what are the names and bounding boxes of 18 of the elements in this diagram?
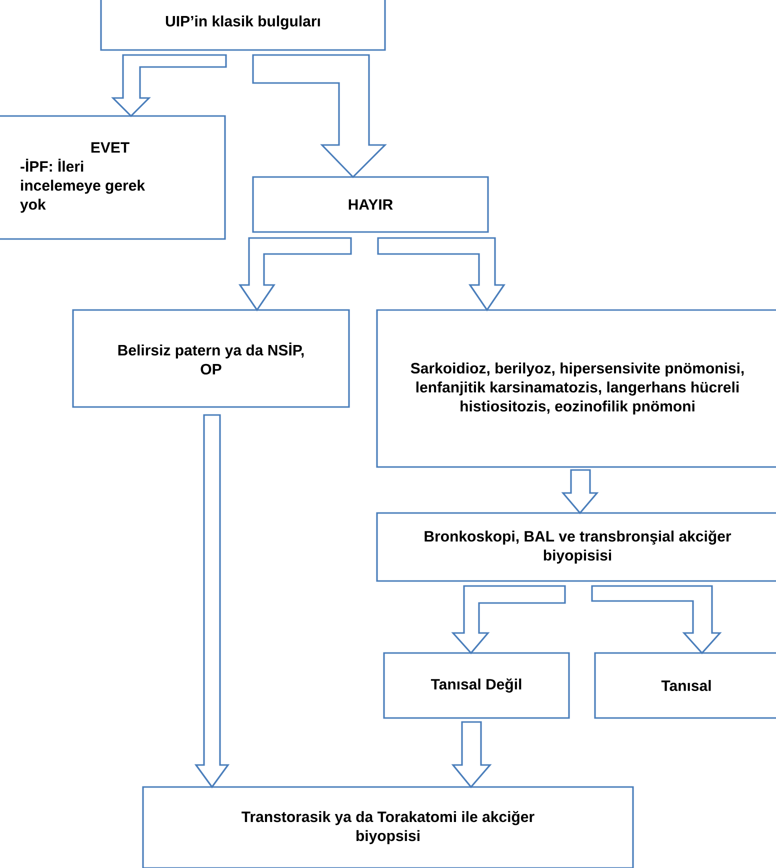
block-arrow — [194, 414, 230, 788]
block-arrow — [451, 585, 566, 654]
process-box: Belirsiz patern ya da NSİP, OP — [72, 309, 350, 408]
block-arrow — [591, 585, 722, 654]
process-box: Tanısal Değil — [383, 652, 570, 719]
process-box: Tanısal — [594, 652, 776, 719]
process-box: Transtorasik ya da Torakatomi ile akciğer biyopsisi — [142, 786, 634, 868]
process-box: HAYIR — [252, 176, 489, 233]
process-box: Bronkoskopi, BAL ve transbronşial akciğer biyopisisi — [376, 512, 776, 582]
block-arrow — [238, 237, 352, 312]
block-arrow — [561, 469, 599, 514]
process-box: Sarkoidioz, berilyoz, hipersensivite pnömonisi, lenfanjitik karsinamatozis, langerhans hücreli histiositozis, eozinofilik pnömoni — [376, 309, 776, 468]
process-box: UIP’in klasik bulguları — [100, 0, 386, 51]
block-arrow — [377, 237, 506, 312]
block-arrow — [111, 54, 227, 118]
process-box: EVET -İPF: İleri incelemeye gerek yok — [0, 115, 226, 240]
block-arrow — [252, 54, 387, 178]
block-arrow — [451, 721, 492, 788]
